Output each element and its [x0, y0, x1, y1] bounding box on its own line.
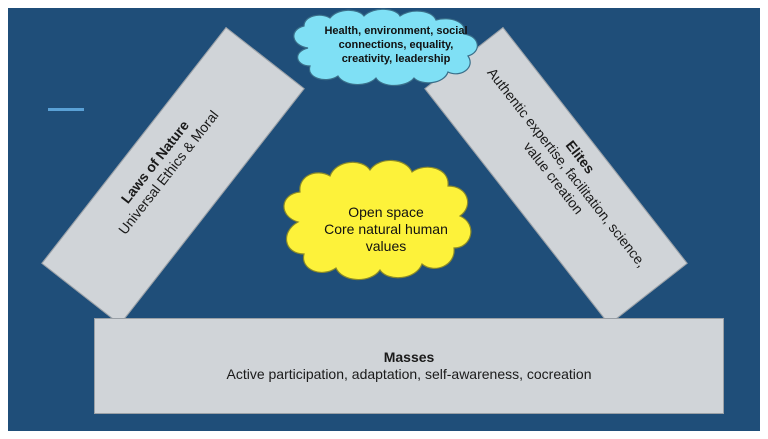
accent-line: [48, 108, 84, 111]
top-cloud-line-2: connections, equality,: [338, 39, 454, 51]
laws-of-nature-subtitle: Universal Ethics & Moral: [115, 107, 222, 238]
laws-of-nature-title: Laws of Nature: [117, 117, 193, 207]
elites-panel: Elites Authentic expertise, facilitation…: [424, 27, 688, 325]
elites-subtitle-line-2: value creation: [520, 138, 587, 218]
top-cloud-line-3: creativity, leadership: [341, 53, 451, 65]
masses-subtitle: Active participation, adaptation, self-a…: [226, 366, 592, 382]
laws-of-nature-panel: Laws of Nature Universal Ethics & Moral: [41, 27, 305, 325]
diagram-slide: Laws of Nature Universal Ethics & Moral …: [8, 8, 760, 431]
top-cloud-text: Health, environment, social connections,…: [306, 24, 486, 66]
center-cloud-line-2: Core natural human: [324, 221, 448, 237]
elites-subtitle-line-1: Authentic expertise, facilitation, scien…: [484, 64, 650, 271]
masses-title: Masses: [383, 349, 435, 365]
center-cloud-text: Open space Core natural human values: [306, 204, 466, 255]
center-cloud-line-1: Open space: [348, 204, 424, 220]
center-cloud-line-3: values: [365, 238, 407, 254]
top-cloud-line-1: Health, environment, social: [324, 25, 468, 37]
masses-panel: Masses Active participation, adaptation,…: [94, 318, 724, 414]
elites-title: Elites: [562, 137, 599, 177]
